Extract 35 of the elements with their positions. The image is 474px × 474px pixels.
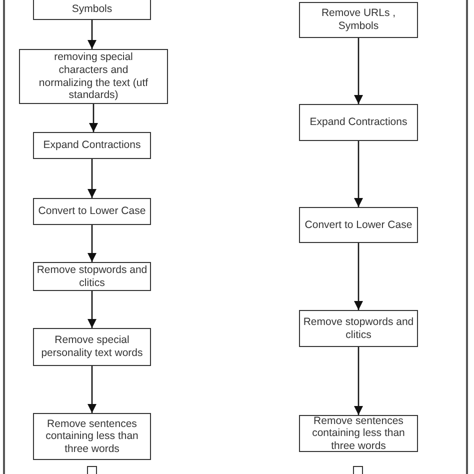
arrow	[87, 291, 97, 328]
process-box	[299, 207, 418, 243]
step-text: Expand Contractions	[43, 139, 141, 152]
process-box	[299, 310, 418, 347]
arrow	[87, 159, 97, 198]
arrow	[354, 38, 364, 104]
arrow	[87, 225, 97, 262]
connector-box	[353, 466, 363, 474]
connector-box	[87, 466, 97, 474]
process-box	[33, 328, 151, 366]
process-box	[19, 49, 168, 104]
arrow	[354, 243, 364, 310]
arrow	[87, 366, 97, 413]
step-text: removing special characters and normalizing the text (utf standards)	[38, 51, 150, 102]
process-box	[299, 104, 418, 141]
process-box	[299, 2, 418, 38]
process-box	[33, 198, 151, 225]
process-box	[33, 413, 151, 460]
step-text: Convert to Lower Case	[38, 205, 146, 218]
arrow	[87, 20, 97, 49]
step-text: Remove stopwords and clitics	[36, 264, 148, 290]
arrow	[354, 141, 364, 207]
arrow	[88, 104, 98, 132]
step-text: Symbols	[72, 2, 112, 16]
step-text: Remove URLs , Symbols	[320, 7, 397, 33]
process-box	[33, 0, 151, 20]
step-text: Convert to Lower Case	[304, 218, 412, 232]
process-box	[299, 415, 418, 452]
process-box	[33, 132, 151, 159]
step-text: Remove stopwords and clitics	[302, 316, 415, 342]
arrow	[354, 347, 364, 415]
step-text: Expand Contractions	[310, 116, 408, 129]
step-text: Remove sentences containing less than three words	[311, 414, 406, 452]
step-text: Remove sentences containing less than three words	[44, 418, 140, 456]
step-text: Remove special personality text words	[40, 334, 144, 360]
